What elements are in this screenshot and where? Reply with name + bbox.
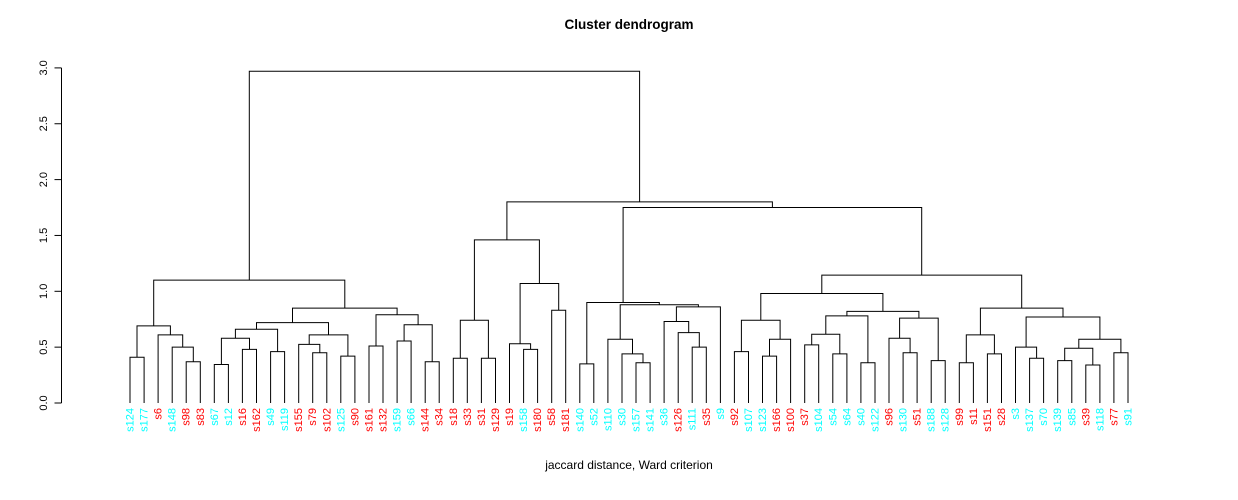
leaf-label: s85 (1066, 408, 1078, 426)
leaf-label: s166 (771, 408, 783, 432)
leaf-label: s36 (659, 408, 671, 426)
leaf-label: s51 (912, 408, 924, 426)
leaf-label: s126 (673, 408, 685, 432)
leaf-label: s155 (293, 408, 305, 432)
leaf-label: s158 (518, 408, 530, 432)
leaf-label: s16 (237, 408, 249, 426)
leaf-label: s141 (645, 408, 657, 432)
leaf-label: s92 (729, 408, 741, 426)
dendrogram-tree (129, 70, 1129, 403)
y-axis: 0.0 0.5 1.0 1.5 2.0 2.5 3.0 (38, 60, 62, 411)
y-tick-label: 1.0 (38, 284, 50, 299)
leaf-label: s162 (251, 408, 263, 432)
leaf-label: s144 (420, 408, 432, 432)
leaf-label: s77 (1108, 408, 1120, 426)
leaf-label: s188 (926, 408, 938, 432)
leaf-label: s35 (701, 408, 713, 426)
leaf-label: s40 (855, 408, 867, 426)
leaf-label: s159 (392, 408, 404, 432)
leaf-label: s66 (406, 408, 418, 426)
leaf-label: s91 (1122, 408, 1134, 426)
leaf-label: s33 (462, 408, 474, 426)
y-tick-label: 0.0 (38, 395, 50, 410)
y-tick-label: 0.5 (38, 340, 50, 355)
leaf-label: s83 (195, 408, 207, 426)
y-tick-label: 2.0 (38, 172, 50, 187)
leaf-label: s58 (546, 408, 558, 426)
leaf-label: s180 (532, 408, 544, 432)
y-tick-label: 1.5 (38, 228, 50, 243)
leaf-label: s49 (265, 408, 277, 426)
leaf-label: s96 (884, 408, 896, 426)
leaf-label: s11 (968, 408, 980, 425)
leaf-label: s28 (996, 408, 1008, 426)
leaf-label: s98 (181, 408, 193, 426)
leaf-label: s157 (631, 408, 643, 432)
leaf-label: s137 (1024, 408, 1036, 432)
leaf-label: s67 (209, 408, 221, 426)
leaf-label: s70 (1038, 408, 1050, 426)
leaf-label: s132 (378, 408, 390, 432)
x-axis-label: jaccard distance, Ward criterion (544, 458, 713, 472)
leaf-label: s124 (125, 408, 137, 432)
leaf-label: s34 (434, 408, 446, 426)
leaf-label: s139 (1052, 408, 1064, 432)
leaf-label: s102 (321, 408, 333, 432)
leaf-label: s125 (335, 408, 347, 432)
leaf-label: s37 (799, 408, 811, 426)
leaf-label: s128 (940, 408, 952, 432)
leaf-label: s52 (588, 408, 600, 426)
leaf-label: s123 (757, 408, 769, 432)
leaf-label: s107 (743, 408, 755, 432)
leaf-label: s54 (827, 408, 839, 426)
leaf-label: s30 (616, 408, 628, 426)
leaf-label: s119 (279, 408, 291, 431)
leaf-label: s100 (785, 408, 797, 432)
leaf-label: s111 (687, 408, 699, 430)
leaf-label: s19 (504, 408, 516, 426)
leaf-label: s122 (869, 408, 881, 432)
leaf-label: s181 (560, 408, 572, 432)
leaf-label: s104 (813, 408, 825, 432)
leaf-label: s31 (476, 408, 488, 426)
leaf-label: s130 (898, 408, 910, 432)
leaf-label: s140 (574, 408, 586, 432)
y-tick-label: 2.5 (38, 116, 50, 131)
leaf-label: s18 (448, 408, 460, 426)
leaf-label: s161 (363, 408, 375, 432)
leaf-label: s110 (602, 408, 614, 431)
y-tick-label: 3.0 (38, 60, 50, 75)
leaf-label: s39 (1080, 408, 1092, 426)
leaf-label: s3 (1010, 408, 1022, 420)
leaf-label: s90 (349, 408, 361, 426)
leaf-label: s118 (1094, 408, 1106, 431)
leaf-label: s129 (490, 408, 502, 432)
leaf-label: s148 (167, 408, 179, 432)
leaf-label: s79 (307, 408, 319, 426)
chart-title: Cluster dendrogram (564, 17, 693, 32)
leaf-label: s64 (841, 408, 853, 426)
leaf-label: s177 (139, 408, 151, 432)
leaf-label: s6 (153, 408, 165, 420)
leaf-label: s151 (982, 408, 994, 432)
leaf-label: s99 (954, 408, 966, 426)
leaf-label: s9 (715, 408, 727, 420)
leaf-label: s12 (223, 408, 235, 426)
